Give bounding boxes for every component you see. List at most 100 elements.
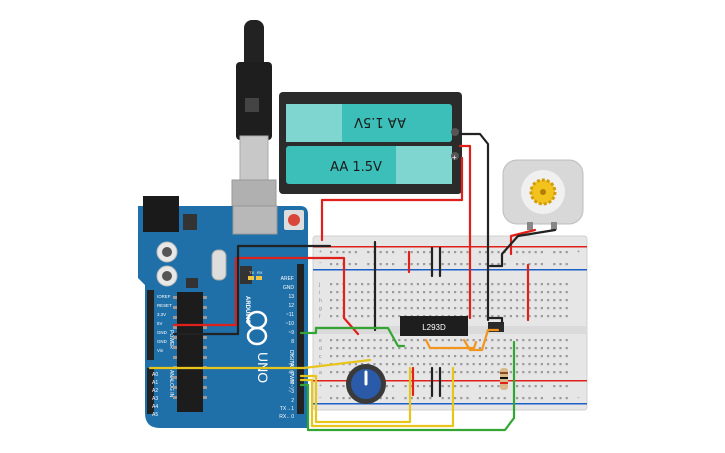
wire-red-to-rail — [320, 156, 464, 242]
breadboard-hole — [460, 371, 463, 374]
digital-label: DIGITAL (PWM~) — [288, 350, 294, 389]
breadboard-hole — [565, 307, 568, 310]
pin-label-9: ~9 — [288, 330, 294, 336]
wire-gnd-black — [172, 244, 332, 336]
breadboard-hole — [485, 315, 488, 318]
breadboard-hole — [565, 347, 568, 350]
pin-label-a5: A5 — [152, 412, 158, 418]
breadboard-hole — [429, 397, 432, 400]
breadboard-hole — [336, 385, 339, 388]
breadboard-hole — [553, 371, 556, 374]
breadboard-hole — [447, 363, 450, 366]
breadboard-hole — [528, 339, 531, 342]
breadboard-hole — [497, 397, 500, 400]
breadboard-hole — [342, 339, 345, 342]
breadboard-hole — [466, 397, 469, 400]
pin-label-a1: A1 — [152, 380, 158, 386]
breadboard-hole — [392, 251, 395, 254]
breadboard-hole — [354, 263, 357, 266]
breadboard-hole — [392, 363, 395, 366]
breadboard-hole — [460, 283, 463, 286]
arduino-brand: ARDUINO — [244, 296, 250, 324]
breadboard-hole — [522, 283, 525, 286]
breadboard-hole — [540, 299, 543, 302]
breadboard-hole — [553, 291, 556, 294]
breadboard-hole — [354, 251, 357, 254]
breadboard-hole — [336, 263, 339, 266]
breadboard-hole — [528, 347, 531, 350]
breadboard-hole — [373, 363, 376, 366]
breadboard-hole — [454, 251, 457, 254]
pin-label-7: 7 — [291, 353, 294, 359]
breadboard-hole — [485, 263, 488, 266]
breadboard-hole — [454, 291, 457, 294]
breadboard-hole — [447, 371, 450, 374]
breadboard-hole — [565, 299, 568, 302]
breadboard-hole — [540, 339, 543, 342]
breadboard-hole — [485, 283, 488, 286]
breadboard-hole — [565, 385, 568, 388]
breadboard-hole — [460, 363, 463, 366]
chip-label: L293D — [422, 323, 446, 332]
breadboard-hole — [435, 355, 438, 358]
breadboard-hole — [478, 315, 481, 318]
breadboard-hole — [404, 299, 407, 302]
breadboard-hole — [565, 251, 568, 254]
breadboard-hole — [491, 397, 494, 400]
breadboard-hole — [423, 263, 426, 266]
breadboard-hole — [534, 315, 537, 318]
breadboard-hole — [553, 397, 556, 400]
row-letter-d: d — [319, 346, 322, 352]
breadboard-hole — [540, 307, 543, 310]
breadboard-hole — [330, 263, 333, 266]
breadboard-hole — [423, 291, 426, 294]
breadboard-hole — [410, 397, 413, 400]
breadboard-hole — [385, 299, 388, 302]
breadboard-hole — [361, 347, 364, 350]
power-label: POWER — [168, 330, 174, 349]
breadboard-hole — [528, 363, 531, 366]
breadboard-hole — [503, 291, 506, 294]
breadboard-hole — [491, 315, 494, 318]
breadboard-hole — [392, 307, 395, 310]
slide-switch[interactable] — [488, 322, 504, 332]
breadboard-hole — [348, 307, 351, 310]
breadboard-hole — [522, 263, 525, 266]
breadboard-hole — [398, 339, 401, 342]
wire-motor-red — [509, 228, 537, 256]
breadboard-hole — [361, 363, 364, 366]
wire-5v-red — [172, 256, 360, 336]
breadboard-hole — [454, 363, 457, 366]
breadboard-hole — [330, 315, 333, 318]
pin-label-11: ~11 — [286, 312, 294, 318]
breadboard-hole — [379, 251, 382, 254]
breadboard-hole — [416, 347, 419, 350]
breadboard-hole — [441, 263, 444, 266]
breadboard-hole — [509, 307, 512, 310]
breadboard-hole — [540, 371, 543, 374]
breadboard-hole — [354, 347, 357, 350]
breadboard-hole — [497, 307, 500, 310]
breadboard-hole — [466, 299, 469, 302]
breadboard-hole — [509, 371, 512, 374]
breadboard-hole — [559, 291, 562, 294]
breadboard-hole — [559, 307, 562, 310]
breadboard-holes — [330, 251, 568, 400]
wire-yellow-a0 — [148, 358, 372, 370]
breadboard-hole — [398, 371, 401, 374]
pin-label-6: ~6 — [288, 362, 294, 368]
breadboard-hole — [485, 291, 488, 294]
breadboard-hole — [497, 371, 500, 374]
breadboard-hole — [330, 291, 333, 294]
breadboard-hole — [491, 339, 494, 342]
breadboard-hole — [410, 307, 413, 310]
power-header — [147, 290, 154, 360]
breadboard-hole — [565, 291, 568, 294]
breadboard-hole — [509, 339, 512, 342]
breadboard-hole — [392, 315, 395, 318]
breadboard-hole — [534, 385, 537, 388]
potentiometer[interactable] — [346, 364, 386, 404]
breadboard-hole — [447, 263, 450, 266]
breadboard-hole — [534, 299, 537, 302]
